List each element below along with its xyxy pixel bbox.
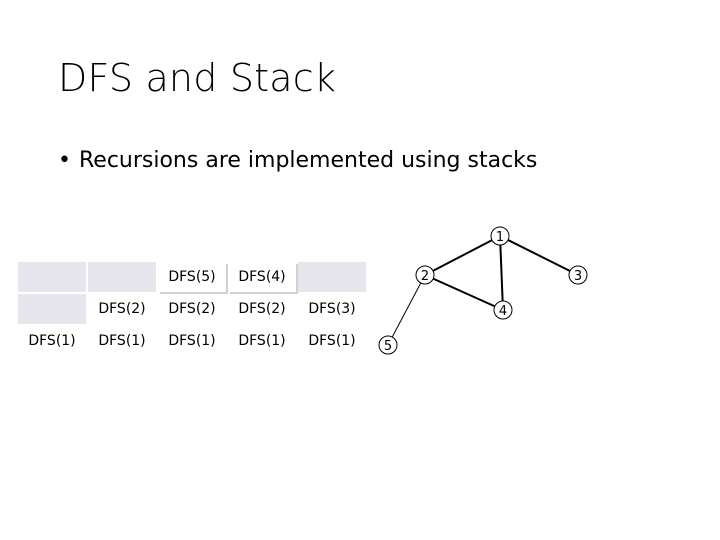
bullet-marker: • <box>58 148 71 173</box>
stack-cell: DFS(1) <box>18 326 86 356</box>
stack-cell: DFS(3) <box>298 294 366 324</box>
stack-table: DFS(5) DFS(4) DFS(2) DFS(2) DFS(2) DFS(3… <box>18 262 366 356</box>
graph-node-circle <box>415 265 435 285</box>
graph-node-4: 4 <box>493 300 513 320</box>
graph-node-label: 3 <box>574 269 582 284</box>
stack-cell: DFS(4) <box>228 262 296 292</box>
stack-cell: DFS(1) <box>298 326 366 356</box>
bullet-text: Recursions are implemented using stacks <box>78 148 538 173</box>
stack-cell: DFS(1) <box>158 326 226 356</box>
stack-cell: DFS(1) <box>88 326 156 356</box>
graph-node-5: 5 <box>378 335 398 355</box>
bullet-item: • Recursions are implemented using stacks <box>58 148 537 173</box>
graph-nodes: 1 2 3 4 5 <box>378 226 588 355</box>
stack-cell: DFS(2) <box>88 294 156 324</box>
graph-node-circle <box>490 226 510 246</box>
graph-node-circle <box>493 300 513 320</box>
graph-node-3: 3 <box>568 265 588 285</box>
stack-cell: DFS(1) <box>228 326 296 356</box>
stack-cell <box>18 294 86 324</box>
graph-node-label: 1 <box>496 230 504 245</box>
graph-node-label: 5 <box>384 339 392 354</box>
stack-cell <box>298 262 366 292</box>
stack-cell: DFS(2) <box>228 294 296 324</box>
graph-edge-1-4 <box>499 235 504 311</box>
graph-edges <box>387 235 579 346</box>
stack-cell <box>88 262 156 292</box>
stack-cell: DFS(5) <box>158 262 226 292</box>
graph-edge-1-3 <box>499 235 579 276</box>
graph-edge-1-2 <box>424 235 501 276</box>
graph-edge-2-5 <box>387 274 426 346</box>
graph-node-label: 2 <box>421 269 429 284</box>
graph-node-circle <box>378 335 398 355</box>
slide-title: DFS and Stack <box>58 56 337 100</box>
stack-cell <box>18 262 86 292</box>
stack-cell: DFS(2) <box>158 294 226 324</box>
graph-node-label: 4 <box>499 304 507 319</box>
graph-node-1: 1 <box>490 226 510 246</box>
graph-edge-2-4 <box>424 274 504 311</box>
graph-node-circle <box>568 265 588 285</box>
graph-node-2: 2 <box>415 265 435 285</box>
